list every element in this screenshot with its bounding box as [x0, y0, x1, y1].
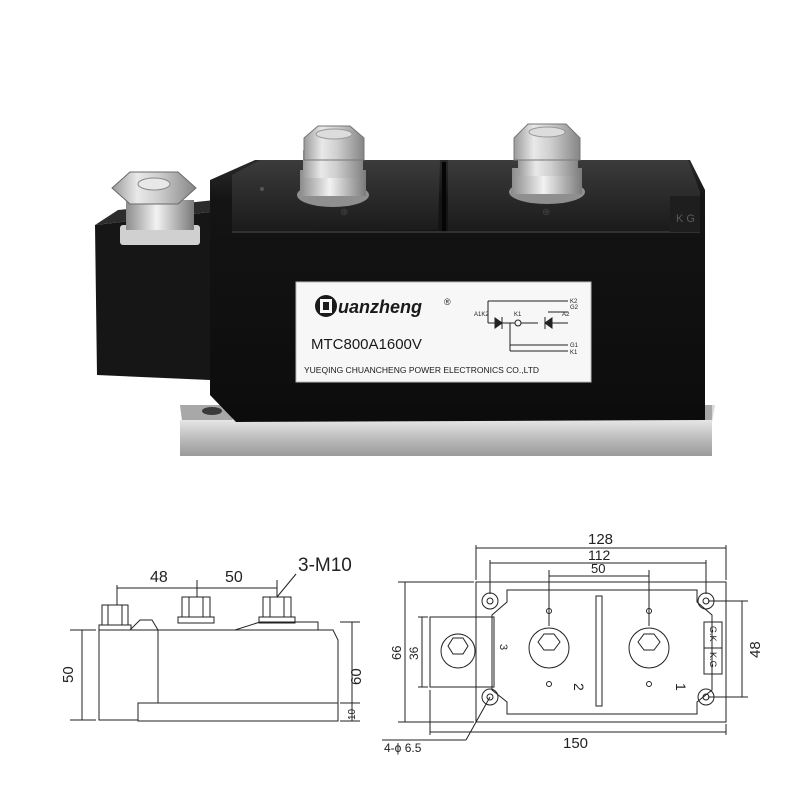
side-screw-3 [258, 596, 296, 624]
brand-name: uanzheng [338, 297, 422, 317]
side-screw-1 [98, 604, 132, 631]
pin-g2: G2 [570, 305, 579, 311]
top-dim-48: 48 [747, 641, 764, 658]
pin-g1: G1 [570, 343, 579, 349]
terminal-bolt-left [111, 171, 200, 245]
svg-text:⊕: ⊕ [340, 207, 348, 218]
side-view-labels: 48 50 3-M10 50 60 10 [60, 555, 365, 720]
terminal-number-2: 2 [571, 683, 587, 691]
top-view-labels: 128 112 50 66 36 48 150 4-ϕ 6.5 3 2 1 G.… [384, 531, 764, 755]
side-view-drawing [70, 573, 360, 722]
terminal-bolt-right: ⊕ [509, 123, 585, 218]
side-dim-48: 48 [150, 569, 168, 586]
top-dim-50: 50 [591, 561, 605, 576]
pin-a2: A2 [562, 312, 570, 318]
gate-label-bottom: K.G [708, 652, 718, 668]
brand-logo: uanzheng ® [315, 295, 451, 317]
side-dim-screw: 3-M10 [298, 555, 352, 576]
side-dim-base-10: 10 [347, 708, 358, 720]
svg-text:⊕: ⊕ [542, 207, 550, 218]
top-dim-66: 66 [389, 646, 404, 660]
pin-a1k2: A1K2 [474, 312, 489, 318]
brand-registered-mark: ® [444, 297, 451, 307]
pin-k1-right: K1 [570, 350, 578, 356]
circuit-diagram [487, 300, 568, 352]
top-dim-128: 128 [588, 531, 613, 548]
pin-k2: K2 [570, 299, 578, 305]
company-name: YUEQING CHUANCHENG POWER ELECTRONICS CO.… [304, 365, 539, 375]
side-dim-height-60: 60 [348, 668, 365, 685]
top-hole-spec: 4-ϕ 6.5 [384, 741, 422, 755]
side-screw-2 [177, 596, 215, 624]
circuit-labels: A1K2 K1 A2 K2 G2 G1 K1 [474, 299, 579, 356]
top-dim-36: 36 [407, 646, 421, 660]
pin-k1: K1 [514, 312, 522, 318]
model-number: MTC800A1600V [311, 336, 422, 353]
svg-text:K G: K G [676, 213, 695, 225]
side-dim-50: 50 [225, 569, 243, 586]
product-label: uanzheng ® MTC800A1600V YUEQING CHUANCHE… [295, 281, 592, 383]
terminal-number-3: 3 [497, 644, 509, 650]
module-photo: K G ⊕ ⊕ [95, 123, 715, 456]
side-dim-height-50: 50 [60, 666, 77, 683]
top-view-drawing [382, 545, 748, 741]
gate-label-top: G.K [708, 626, 718, 642]
top-dim-150: 150 [563, 735, 588, 752]
terminal-number-1: 1 [673, 683, 689, 691]
top-dim-112: 112 [588, 547, 611, 563]
terminal-bolt-middle: ⊕ [297, 125, 369, 218]
